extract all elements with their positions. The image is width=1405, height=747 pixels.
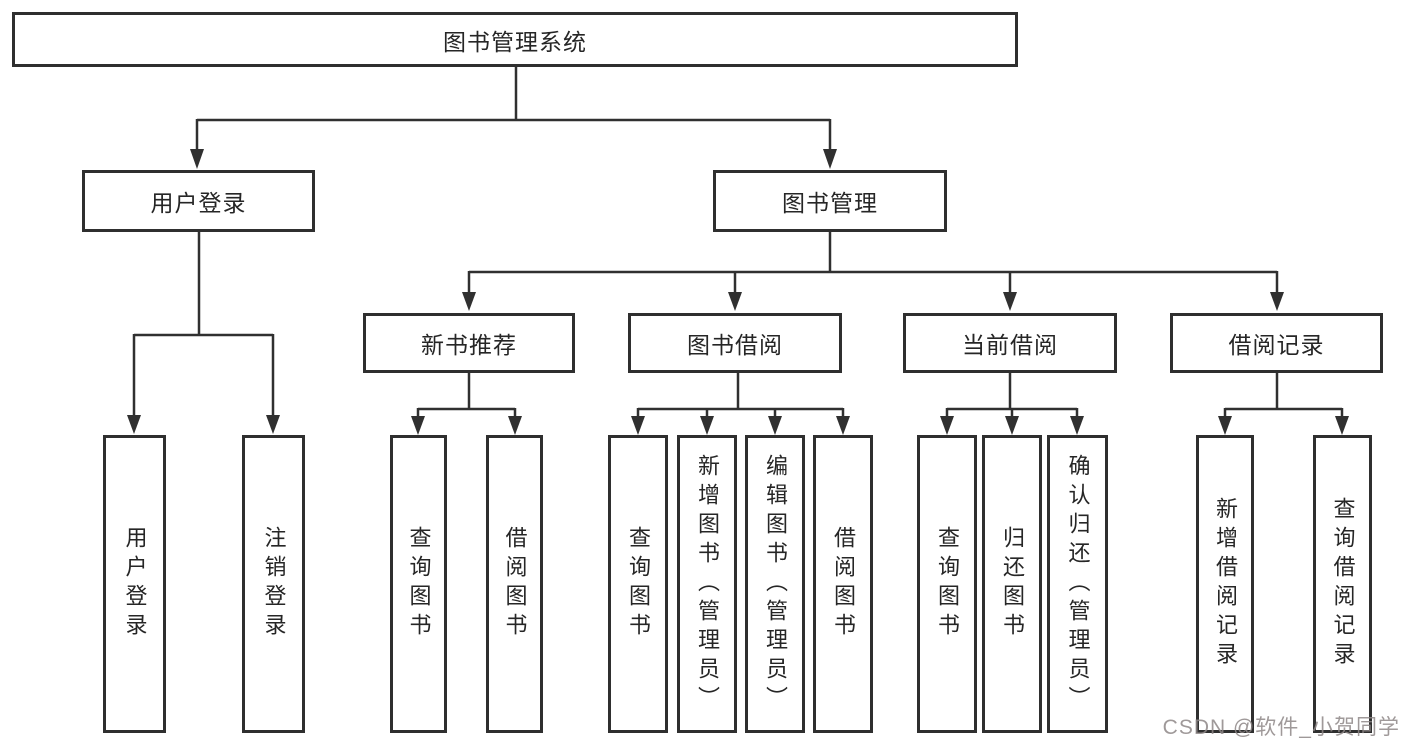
node-user-login: 用户登录: [82, 170, 315, 232]
node-label: 图书管理系统: [443, 28, 587, 55]
node-label: 编辑图书（管理员）: [763, 453, 788, 715]
node-new-book-recommendation: 新书推荐: [363, 313, 575, 373]
node-label: 新书推荐: [421, 332, 517, 358]
leaf-add-borrow-record: 新增借阅记录: [1196, 435, 1254, 733]
node-label: 当前借阅: [962, 332, 1058, 358]
node-book-borrowing: 图书借阅: [628, 313, 842, 373]
node-label: 借阅记录: [1228, 332, 1325, 358]
node-library-management-system: 图书管理系统: [12, 12, 1018, 67]
leaf-query-books-recommend: 查询图书: [390, 435, 447, 733]
node-label: 新增图书（管理员）: [695, 453, 720, 715]
leaf-edit-books-admin: 编辑图书（管理员）: [745, 435, 805, 733]
leaf-return-books: 归还图书: [982, 435, 1042, 733]
node-label: 归还图书: [1000, 526, 1025, 642]
node-label: 用户登录: [122, 526, 148, 642]
connector-root: [190, 67, 837, 169]
connector-book-borrowing: [631, 373, 850, 435]
node-label: 新增借阅记录: [1213, 497, 1238, 671]
connector-user-login: [127, 232, 280, 434]
node-label: 查询借阅记录: [1330, 497, 1356, 671]
node-label: 图书管理: [782, 190, 878, 216]
node-label: 借阅图书: [831, 526, 856, 642]
connector-new-book-recommendation: [411, 373, 522, 435]
watermark: CSDN @软件_小贺同学: [1162, 716, 1400, 739]
node-current-borrowing: 当前借阅: [903, 313, 1117, 373]
node-label: 图书借阅: [687, 332, 783, 358]
connector-current-borrowing: [940, 373, 1084, 435]
leaf-query-books-borrow: 查询图书: [608, 435, 668, 733]
leaf-query-borrow-record: 查询借阅记录: [1313, 435, 1372, 733]
node-label: 借阅图书: [502, 526, 528, 642]
node-label: 注销登录: [261, 526, 287, 642]
leaf-confirm-return-admin: 确认归还（管理员）: [1047, 435, 1108, 733]
leaf-user-login: 用户登录: [103, 435, 166, 733]
leaf-query-books-current: 查询图书: [917, 435, 977, 733]
node-label: 确认归还（管理员）: [1065, 453, 1091, 715]
connector-borrowing-records: [1218, 373, 1349, 435]
node-label: 用户登录: [150, 190, 247, 216]
leaf-borrow-books-recommend: 借阅图书: [486, 435, 543, 733]
node-label: 查询图书: [935, 526, 960, 642]
leaf-borrow-books: 借阅图书: [813, 435, 873, 733]
node-borrowing-records: 借阅记录: [1170, 313, 1383, 373]
connector-book-management: [462, 232, 1284, 311]
leaf-logout: 注销登录: [242, 435, 305, 733]
node-label: 查询图书: [626, 526, 651, 642]
node-label: 查询图书: [406, 526, 432, 642]
node-book-management: 图书管理: [713, 170, 947, 232]
leaf-add-books-admin: 新增图书（管理员）: [677, 435, 737, 733]
